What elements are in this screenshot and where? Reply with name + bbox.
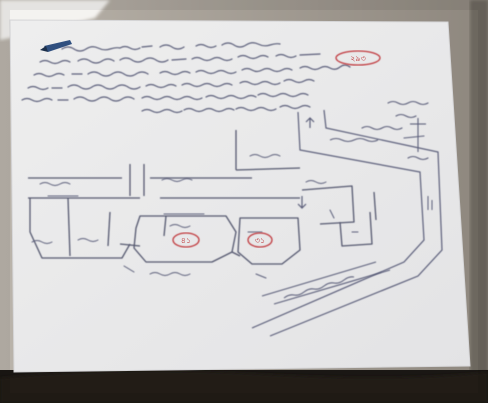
- bottom-shadow: [0, 370, 488, 403]
- red-circle-plan-right-number: ৩১: [255, 236, 265, 245]
- red-circle-plan-left-number: ৪১: [181, 236, 191, 245]
- red-circle-header: [335, 50, 381, 66]
- plan-labels: [31, 154, 359, 279]
- handwritten-header: [21, 42, 351, 114]
- red-circle-plan-right: [247, 232, 273, 248]
- paper-sheet: [9, 19, 471, 373]
- red-circle-plan-left: [172, 232, 200, 248]
- red-circle-header-number: ২৯৩: [350, 54, 366, 63]
- top-right-pole: [410, 118, 426, 152]
- pen-nib: [40, 46, 48, 52]
- right-shadow: [470, 0, 488, 403]
- bottom-road-label: [261, 261, 391, 305]
- top-right-notes: [361, 100, 429, 161]
- floor-plan: [28, 130, 377, 265]
- pen-tip: [44, 40, 72, 52]
- arrow-markers: [297, 117, 315, 209]
